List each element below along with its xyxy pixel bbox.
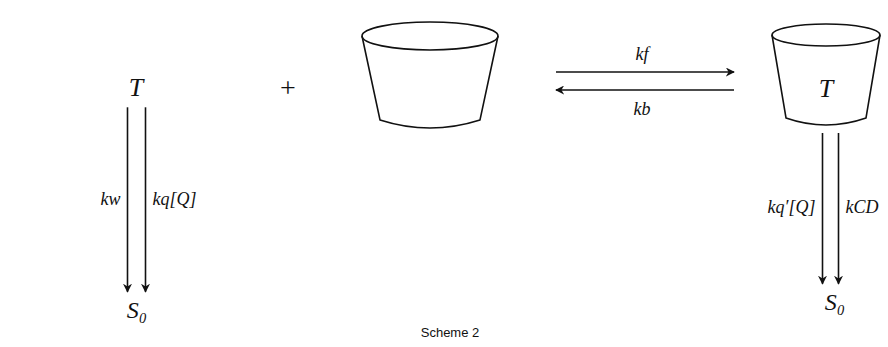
decay-arrow xyxy=(838,133,840,284)
decay-arrow xyxy=(822,133,824,284)
rate-constant: kq′[Q] xyxy=(768,198,816,218)
plus-sign: + xyxy=(280,73,296,104)
empty-cyclodextrin-cup xyxy=(362,22,498,128)
rate-constant: kCD xyxy=(846,198,879,218)
scheme-caption: Scheme 2 xyxy=(421,326,480,340)
ground-state: S₀ xyxy=(822,287,848,317)
species-symbol: T xyxy=(129,74,143,103)
decay-arrow xyxy=(145,107,147,292)
species-symbol: S₀ xyxy=(127,297,147,323)
cup-body xyxy=(772,35,880,125)
rate-constant: kw xyxy=(101,190,121,210)
species-symbol: T xyxy=(819,75,833,104)
cup-rim xyxy=(772,24,880,46)
decay-arrow xyxy=(127,107,129,292)
equilibrium-arrows xyxy=(556,72,734,90)
cup-rim xyxy=(362,22,498,50)
forward-arrow xyxy=(556,71,734,73)
cup-body xyxy=(362,36,498,128)
ground-state: S₀ xyxy=(124,295,150,325)
backward-arrow xyxy=(556,89,734,91)
complex-cup: T xyxy=(770,22,882,130)
rate-constant: kb xyxy=(634,100,651,120)
rate-constant: kq[Q] xyxy=(153,190,197,210)
decay-arrows xyxy=(128,107,839,292)
species-symbol: S₀ xyxy=(825,289,845,315)
rate-constant: kf xyxy=(636,45,649,65)
triplet-species: T xyxy=(126,72,146,105)
